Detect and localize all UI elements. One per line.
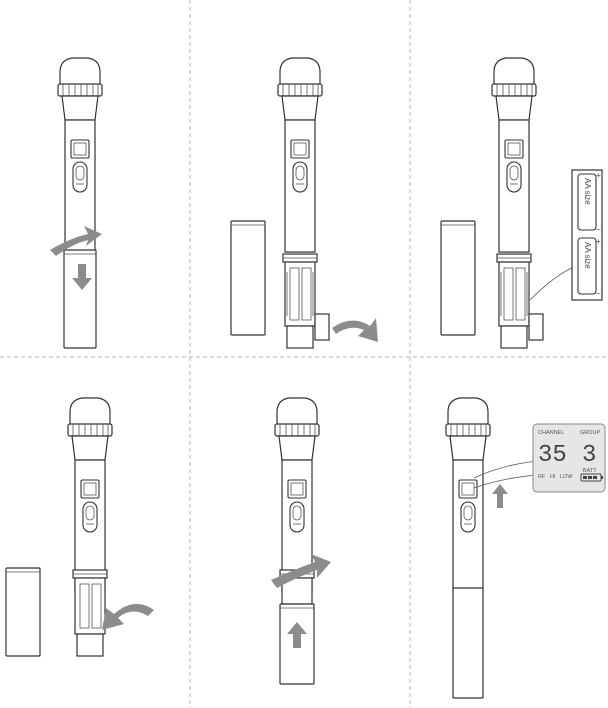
battery-bottom-minus: − xyxy=(596,289,601,298)
microphone xyxy=(446,398,490,592)
step-2-panel xyxy=(231,58,378,348)
battery-compartment xyxy=(75,578,105,634)
power-on-arrow-icon xyxy=(492,484,508,508)
battery-top-plus: + xyxy=(596,171,601,180)
compartment-lid xyxy=(529,314,543,340)
microphone xyxy=(278,58,322,252)
close-lid-arrow-icon xyxy=(102,604,154,630)
lcd-display-callout: CHANNEL GROUP 35 3 RF HI LOW BATT xyxy=(533,424,605,492)
handle-lower xyxy=(453,588,483,698)
compartment-base xyxy=(287,326,313,348)
compartment-lid xyxy=(315,314,329,340)
step-5-panel xyxy=(271,398,331,684)
removed-cover xyxy=(231,221,265,335)
battery-bottom-label: AA size xyxy=(583,242,592,269)
lcd-channel-value: 35 xyxy=(538,442,567,469)
removed-cover xyxy=(441,221,475,335)
lcd-batt-label: BATT xyxy=(583,468,597,474)
lcd-hi-label: HI xyxy=(550,474,556,480)
microphone xyxy=(68,398,112,592)
lcd-low-label: LOW xyxy=(560,474,573,480)
step-6-panel: CHANNEL GROUP 35 3 RF HI LOW BATT xyxy=(446,398,605,698)
step-4-panel xyxy=(6,398,154,656)
lcd-rf-label: RF xyxy=(538,474,546,480)
microphone xyxy=(58,58,102,252)
step-1-panel xyxy=(50,58,102,348)
battery-bottom-plus: + xyxy=(596,237,601,246)
battery-compartment xyxy=(283,254,317,326)
battery-top-label: AA size xyxy=(583,178,592,205)
microphone xyxy=(492,58,536,252)
lcd-group-label: GROUP xyxy=(580,430,601,436)
battery-top-minus: − xyxy=(596,225,601,234)
step-3-panel: AA size AA size + − + − xyxy=(441,58,602,348)
battery-callout: AA size AA size + − + − xyxy=(572,170,602,300)
open-lid-arrow-icon xyxy=(332,318,378,342)
lcd-channel-label: CHANNEL xyxy=(538,430,564,436)
microphone xyxy=(275,398,319,592)
compartment-base xyxy=(77,634,103,656)
compartment-base xyxy=(501,326,527,348)
battery-compartment xyxy=(497,254,531,326)
removed-cover xyxy=(6,568,40,656)
callout-leader-line xyxy=(530,268,572,300)
lcd-group-value: 3 xyxy=(582,442,596,469)
